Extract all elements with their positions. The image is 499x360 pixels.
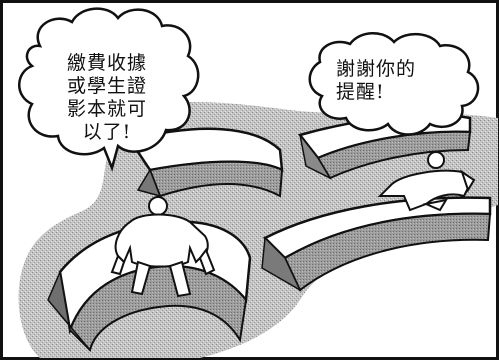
speech-line: 繳費收據: [66, 52, 147, 74]
figure-student: [110, 196, 216, 298]
speech-line: 提醒!: [336, 81, 385, 103]
speech-bubble-right: [308, 32, 480, 136]
speech-line: 影本就可: [66, 98, 147, 120]
speech-bubble-left: [18, 7, 200, 172]
speech-line: 以了!: [82, 121, 132, 143]
speech-text-right: 謝謝你的 提醒!: [336, 58, 448, 104]
speech-line: 謝謝你的: [336, 58, 417, 80]
speech-text-left: 繳費收據 或學生證 影本就可 以了!: [48, 52, 166, 144]
speech-line: 或學生證: [66, 75, 147, 97]
figure-staff: [377, 151, 476, 212]
